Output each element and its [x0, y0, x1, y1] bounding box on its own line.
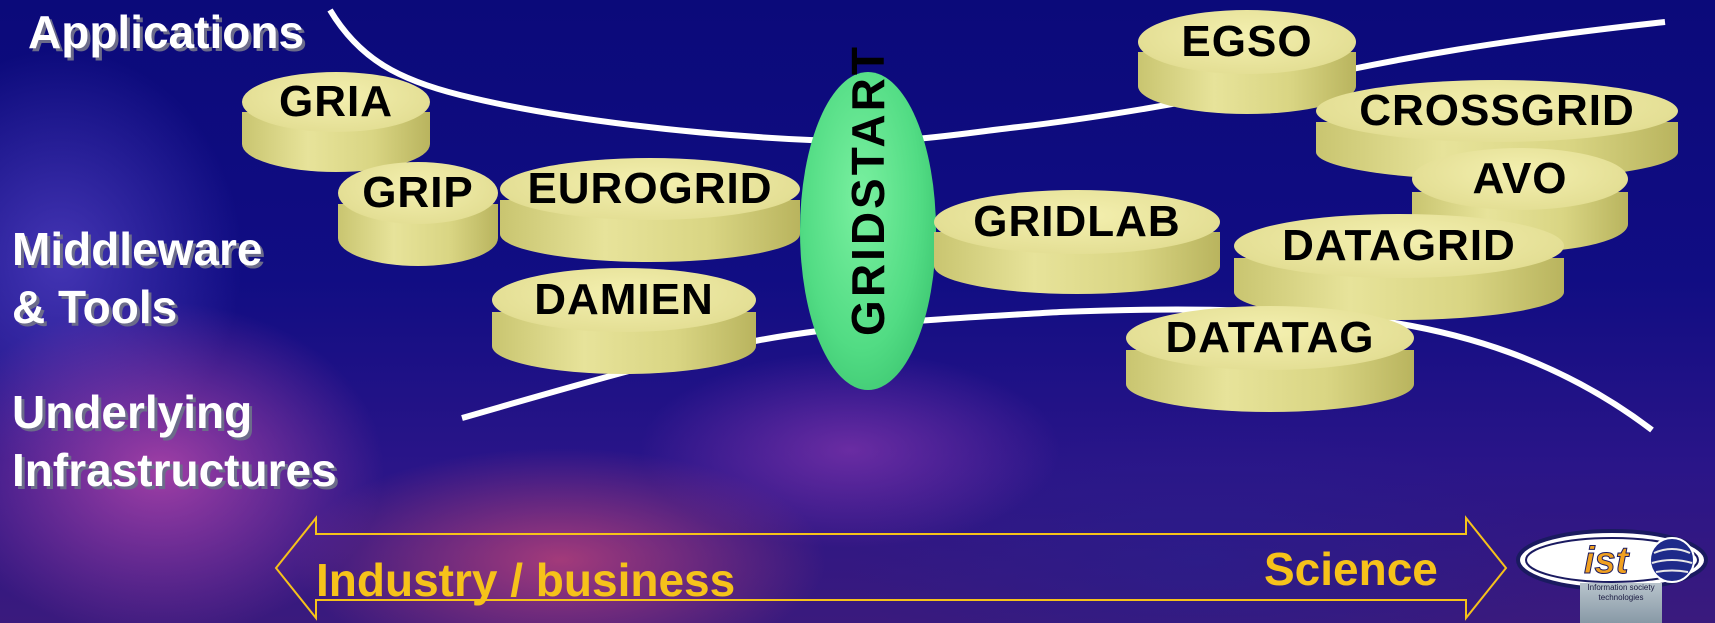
axis-label-industry: Industry / business — [316, 554, 736, 606]
project-grip: GRIP — [338, 162, 498, 266]
project-egso: EGSO — [1138, 10, 1356, 114]
project-datagrid: DATAGRID — [1234, 214, 1564, 320]
ist-logo: ist — [1516, 529, 1708, 591]
ist-logo-text: ist — [1584, 540, 1630, 582]
ist-logo-badge: Information society technologies — [1580, 583, 1662, 623]
project-crossgrid: CROSSGRID — [1316, 80, 1678, 180]
layer-label-middleware: Middleware & Tools — [12, 223, 263, 333]
project-eurogrid: EUROGRID — [500, 158, 800, 262]
center-node-gridstart — [800, 72, 936, 390]
project-avo: AVO — [1412, 148, 1628, 252]
layer-label-applications: Applications — [28, 6, 305, 58]
project-damien: DAMIEN — [492, 268, 756, 374]
axis-label-science: Science — [1264, 543, 1438, 595]
project-datatag: DATATAG — [1126, 306, 1414, 412]
upper-boundary-line — [327, 8, 1666, 145]
layer-label-infrastructures: Underlying Infrastructures — [12, 386, 337, 496]
project-gridlab: GRIDLAB — [934, 190, 1220, 294]
